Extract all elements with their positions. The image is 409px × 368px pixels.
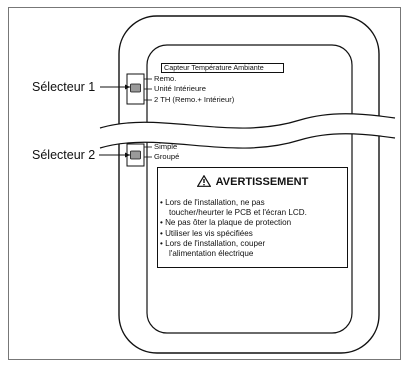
selector2-arrow [125,152,130,158]
warning-line: toucher/heurter le PCB et l'écran LCD. [169,208,307,218]
warning-heading: AVERTISSEMENT [158,174,347,190]
break-mask [100,113,395,149]
warning-line: l'alimentation électrique [169,249,254,259]
selector2-option-group: Groupé [154,152,180,161]
warning-line: • Lors de l'installation, couper [160,238,266,248]
warning-line: • Utiliser les vis spécifiées [160,228,253,238]
outer-frame [8,7,401,360]
selector1-label: Sélecteur 1 [32,80,96,94]
warning-title: AVERTISSEMENT [215,176,309,188]
selector1-option-indoor: Unité Intérieure [154,84,206,93]
device-inner-outline [146,44,353,334]
selector2-knob [130,150,141,160]
selector1-arrow [125,84,130,90]
warning-line: • Lors de l'installation, ne pas [160,198,265,207]
selector1-option-2th: 2 TH (Remo.+ Intérieur) [154,95,235,104]
warning-list: • Lors de l'installation, ne pas toucher… [160,198,307,259]
sensor-title: Capteur Température Ambiante [164,63,264,72]
selector1-option-remo: Remo. [154,74,177,83]
selector2-label: Sélecteur 2 [32,148,96,162]
warning-box: AVERTISSEMENT • Lors de l'installation, … [157,167,348,268]
warning-triangle-icon [196,174,212,190]
warning-line: • Ne pas ôter la plaque de protection [160,218,292,228]
sensor-title-box: Capteur Température Ambiante [161,63,284,73]
device-outer-outline [118,15,380,354]
selector1-knob [130,83,141,93]
break-line-bottom [99,133,396,149]
break-line-top [99,113,396,129]
selector2-option-simple: Simple [154,142,178,151]
